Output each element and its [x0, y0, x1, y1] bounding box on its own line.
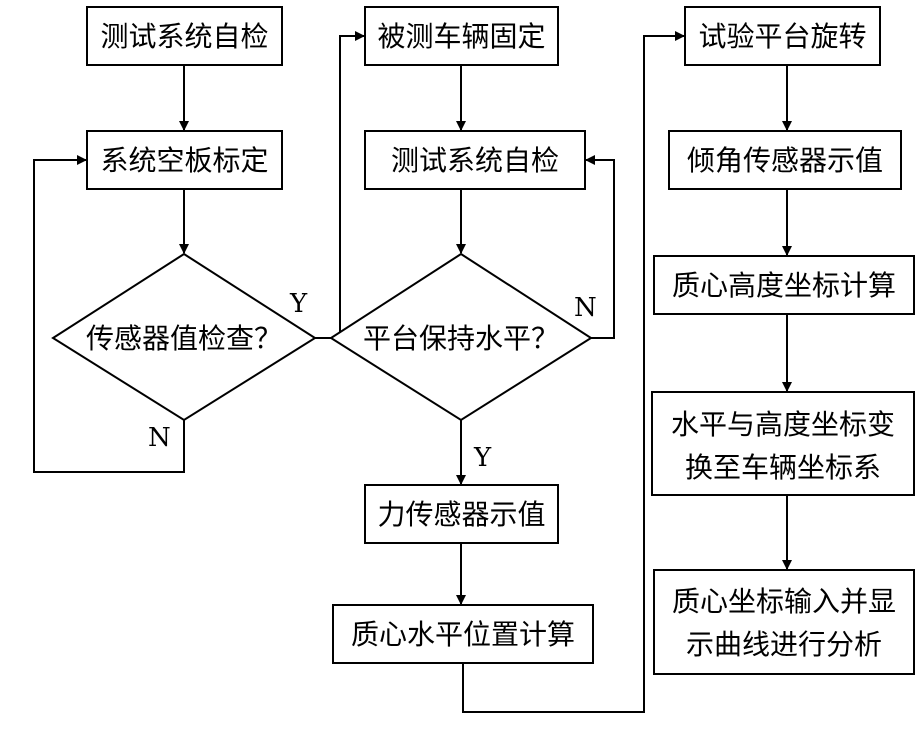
step-force-sensor-label: 力传感器示值 — [377, 498, 545, 531]
step-vehicle-fix: 被测车辆固定 — [364, 6, 559, 66]
yes-label-1: Y — [289, 289, 308, 319]
step-coordinate-transform-line2: 换至车辆坐标系 — [685, 451, 881, 484]
step-self-check-1-label: 测试系统自检 — [100, 20, 268, 53]
step-height-calc-label: 质心高度坐标计算 — [672, 269, 896, 302]
step-self-check-1: 测试系统自检 — [86, 6, 283, 66]
step-tilt-sensor: 倾角传感器示值 — [668, 130, 902, 190]
step-display-analysis-line1: 质心坐标输入并显 — [672, 585, 896, 618]
arrow-yes-to-vehicle-fix — [315, 31, 365, 339]
arrow-to-platform-rotate — [462, 31, 685, 713]
step-display-analysis: 质心坐标输入并显 示曲线进行分析 — [653, 569, 915, 675]
step-coordinate-transform-line1: 水平与高度坐标变 — [671, 408, 895, 441]
step-force-sensor: 力传感器示值 — [364, 484, 559, 544]
decision-platform-level: 平台保持水平？ — [329, 252, 593, 422]
step-height-calc: 质心高度坐标计算 — [653, 255, 915, 315]
step-blank-calibration-label: 系统空板标定 — [100, 144, 268, 177]
loop-no-to-calibration — [33, 155, 185, 473]
decision-sensor-check-label: 传感器值检查？ — [86, 322, 282, 355]
yes-label-2: Y — [473, 443, 492, 473]
step-horizontal-calc: 质心水平位置计算 — [332, 604, 594, 664]
step-display-analysis-line2: 示曲线进行分析 — [686, 628, 882, 661]
step-self-check-2-label: 测试系统自检 — [391, 144, 559, 177]
decision-sensor-check: 传感器值检查？ — [51, 252, 317, 422]
step-blank-calibration: 系统空板标定 — [86, 130, 283, 190]
step-self-check-2: 测试系统自检 — [364, 130, 586, 190]
step-vehicle-fix-label: 被测车辆固定 — [377, 20, 545, 53]
no-label-1: N — [148, 423, 171, 453]
no-label-2: N — [574, 293, 597, 323]
step-platform-rotate-label: 试验平台旋转 — [698, 20, 866, 53]
step-tilt-sensor-label: 倾角传感器示值 — [687, 144, 883, 177]
decision-platform-level-label: 平台保持水平？ — [363, 322, 559, 355]
step-horizontal-calc-label: 质心水平位置计算 — [351, 618, 575, 651]
loop-no-to-self-check — [585, 155, 615, 339]
step-platform-rotate: 试验平台旋转 — [684, 6, 881, 66]
step-coordinate-transform: 水平与高度坐标变 换至车辆坐标系 — [651, 391, 915, 496]
